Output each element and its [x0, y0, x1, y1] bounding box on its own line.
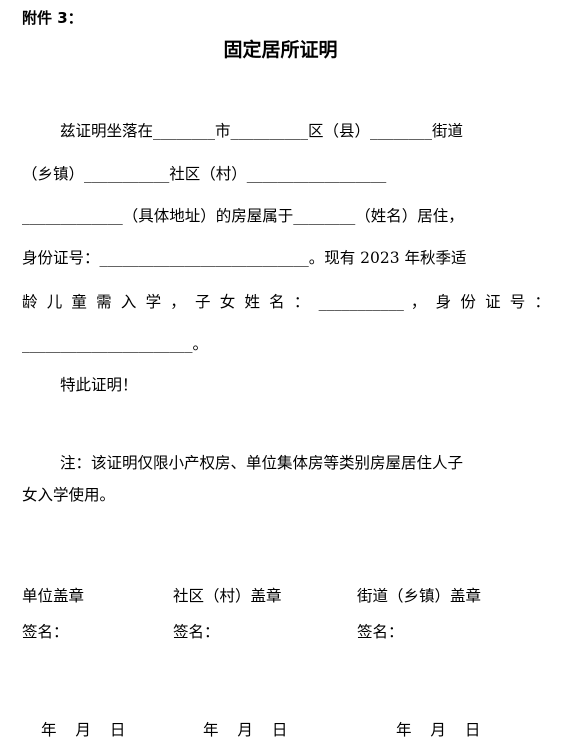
body-line-4: 身份证号：___________________________。现有 2023…: [22, 249, 467, 267]
note-line-2: 女入学使用。: [22, 486, 116, 504]
body-line-1: 兹证明坐落在________市__________区（县）________街道: [60, 122, 464, 140]
body-line-6: ______________________。: [22, 335, 209, 353]
community-seal-label: 社区（村）盖章: [173, 587, 282, 605]
certify-text: 特此证明！: [60, 376, 138, 394]
attachment-label: 附件 3：: [22, 9, 83, 27]
body-line-2: （乡镇）___________社区（村）__________________: [22, 165, 387, 183]
unit-seal-label: 单位盖章: [22, 587, 85, 605]
community-date: 年 月 日: [203, 721, 288, 739]
street-seal-label: 街道（乡镇）盖章: [357, 587, 482, 605]
unit-sign-label: 签名：: [22, 623, 69, 641]
unit-date: 年 月 日: [41, 721, 126, 739]
community-sign-label: 签名：: [173, 623, 220, 641]
street-sign-label: 签名：: [357, 623, 404, 641]
street-date: 年 月 日: [396, 721, 481, 739]
body-line-3: _____________（具体地址）的房屋属于________（姓名）居住，: [22, 207, 464, 225]
body-line-5: 龄 儿 童 需 入 学 ， 子 女 姓 名 ： ___________ ， 身 …: [22, 293, 550, 311]
note-line-1: 注：该证明仅限小产权房、单位集体房等类别房屋居住人子: [60, 454, 464, 472]
page-title: 固定居所证明: [223, 39, 338, 61]
